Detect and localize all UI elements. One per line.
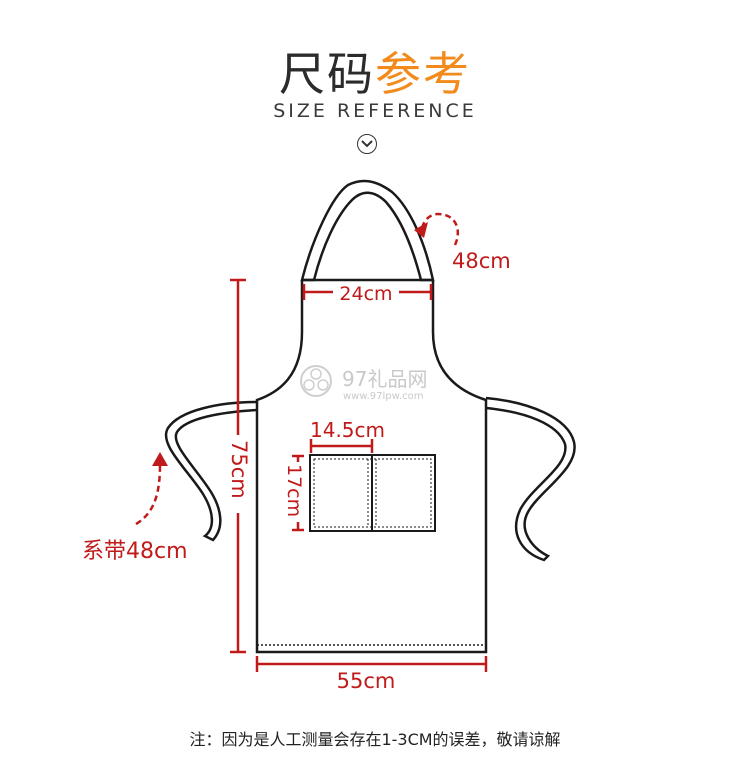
neck-strap (300, 179, 435, 282)
page-title: 尺码参考 (0, 38, 750, 104)
title-accent: 参考 (375, 47, 471, 101)
waist-tie-right (485, 396, 576, 562)
watermark-brand: 97礼品网 (342, 367, 427, 391)
waist-tie-label: 系带48cm (82, 539, 188, 564)
waist-tie-arrow-icon (135, 463, 162, 526)
apron-body (255, 280, 488, 654)
neck-arrow-icon (420, 212, 460, 246)
watermark-url: www.97lpw.com (343, 391, 423, 402)
bottom-width-label: 55cm (337, 669, 396, 693)
waist-tie-left (164, 400, 258, 542)
chevron-down-icon[interactable] (357, 134, 377, 154)
pocket (309, 454, 436, 532)
watermark-logo-icon (300, 365, 332, 397)
total-length-label: 75cm (227, 440, 251, 499)
footer-note: 注：因为是人工测量会存在1-3CM的误差，敬请谅解 (189, 730, 561, 749)
neck-strap-label: 48cm (452, 249, 511, 273)
top-width-label: 24cm (339, 283, 392, 305)
page-subtitle: SIZE REFERENCE (273, 100, 477, 122)
title-main: 尺码 (279, 47, 375, 101)
pocket-height-label: 17cm (283, 464, 305, 517)
pocket-width-label: 14.5cm (310, 418, 385, 442)
